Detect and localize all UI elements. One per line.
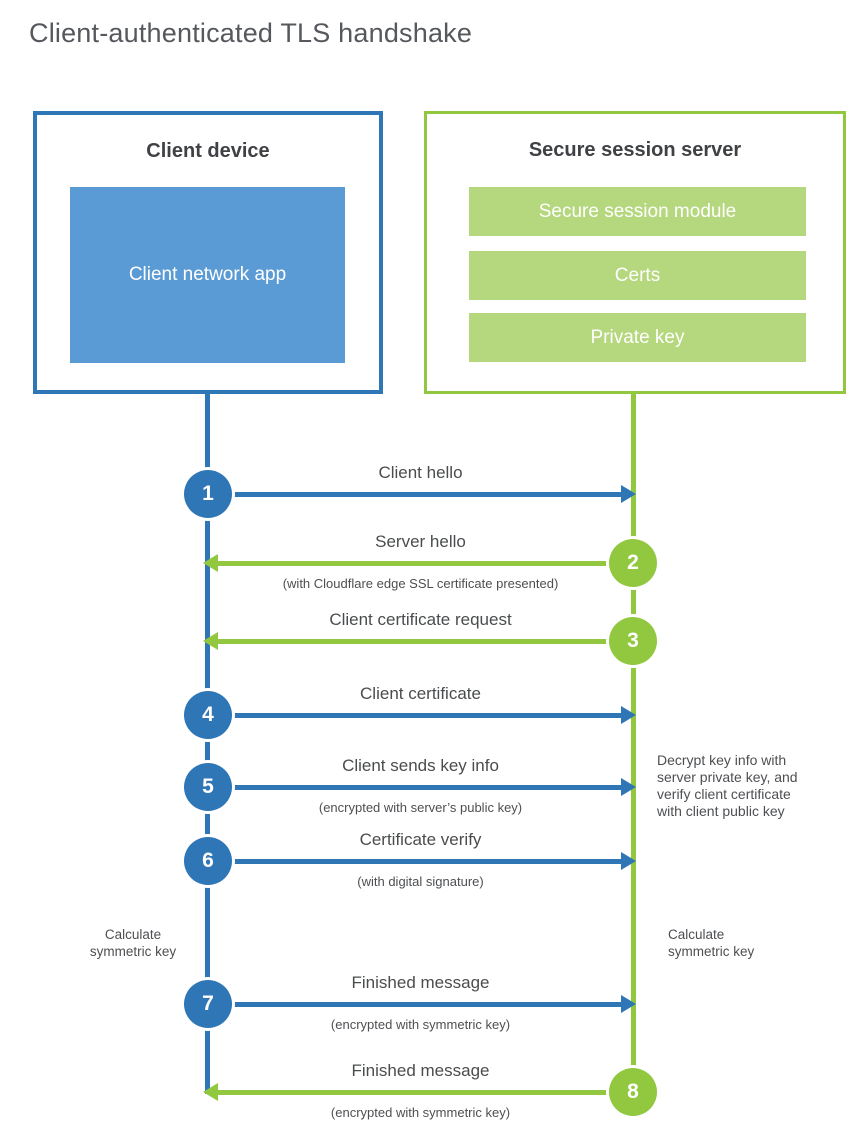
server-decrypt-note-line: with client public key (657, 803, 785, 819)
step-number-badge: 6 (184, 837, 232, 885)
arrowhead-right-icon (621, 778, 636, 796)
flow-label: Certificate verify (359, 830, 482, 849)
step-number-badge: 2 (609, 539, 657, 587)
flow-sublabel: (with Cloudflare edge SSL certificate pr… (282, 576, 559, 591)
arrowhead-left-icon (203, 1083, 218, 1101)
server-decrypt-note-line: Decrypt key info with (657, 752, 787, 768)
flow-sublabel: (encrypted with symmetric key) (330, 1017, 511, 1032)
server-module-secure-session-module: Secure session module (469, 187, 806, 236)
server-decrypt-note-line: verify client certificate (657, 786, 791, 802)
client-lifeline (205, 392, 210, 1094)
flow-label: Server hello (375, 532, 466, 551)
flow-sublabel: (with digital signature) (357, 874, 484, 889)
server-module-private-key: Private key (469, 313, 806, 362)
arrow-line (218, 639, 633, 644)
arrow-line (208, 1002, 623, 1007)
server-calculate-symmetric-key-note: Calculate symmetric key (668, 927, 755, 959)
flow-label: Client sends key info (342, 756, 499, 775)
step-number-badge: 5 (184, 763, 232, 811)
arrowhead-left-icon (203, 632, 218, 650)
flow-sublabel: (encrypted with symmetric key) (330, 1105, 511, 1120)
server-decrypt-note-line: server private key, and (657, 769, 798, 785)
server-module-certs: Certs (469, 251, 806, 300)
page-title: Client-authenticated TLS handshake (29, 18, 473, 48)
arrowhead-right-icon (621, 706, 636, 724)
flow-label: Finished message (351, 1061, 490, 1080)
secure-session-server-box: Secure session server Secure session mod… (424, 111, 846, 394)
arrow-line (208, 785, 623, 790)
step-number-badge: 8 (609, 1068, 657, 1116)
step-number-badge: 3 (609, 617, 657, 665)
client-calculate-symmetric-key-note: Calculate symmetric key (89, 927, 177, 959)
arrow-line (208, 713, 623, 718)
arrowhead-right-icon (621, 485, 636, 503)
flow-label: Client certificate (360, 684, 481, 703)
step-number-badge: 1 (184, 470, 232, 518)
flow-label: Client certificate request (329, 610, 512, 629)
secure-session-server-title: Secure session server (528, 139, 742, 161)
flow-label: Finished message (351, 973, 490, 992)
arrow-line (208, 859, 623, 864)
client-network-app-box: Client network app (70, 187, 345, 363)
client-device-box: Client device Client network app (33, 111, 383, 394)
arrow-line (218, 561, 633, 566)
flow-sublabel: (encrypted with server’s public key) (318, 800, 523, 815)
server-lifeline (631, 392, 636, 1116)
flow-label: Client hello (378, 463, 463, 482)
arrowhead-right-icon (621, 995, 636, 1013)
step-number-badge: 4 (184, 691, 232, 739)
step-number-badge: 7 (184, 980, 232, 1028)
arrow-line (218, 1090, 633, 1095)
arrow-line (208, 492, 623, 497)
arrowhead-left-icon (203, 554, 218, 572)
server-decrypt-note: Decrypt key info with server private key… (657, 752, 842, 820)
arrowhead-right-icon (621, 852, 636, 870)
client-device-title: Client device (146, 140, 270, 162)
